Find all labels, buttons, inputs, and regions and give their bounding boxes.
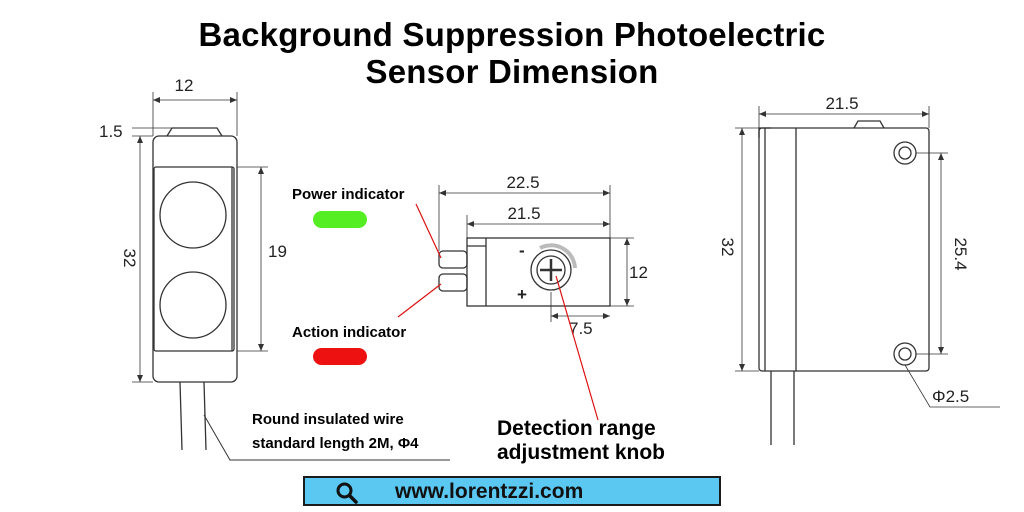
side-hole-top-inner	[898, 146, 912, 160]
side-height-dim: 32	[718, 238, 737, 257]
power-leader-line	[415, 203, 442, 259]
front-lens-top	[159, 181, 227, 249]
side-hole-diameter-dim: Φ2.5	[932, 387, 969, 406]
front-width-dim: 12	[175, 76, 194, 95]
top-view	[438, 185, 634, 322]
side-width-dim: 21.5	[825, 94, 858, 113]
front-lens-bottom	[159, 271, 227, 339]
front-view	[132, 92, 268, 451]
knob-range-arc	[539, 243, 577, 269]
side-hole-spacing-dim: 25.4	[951, 237, 970, 270]
top-depth-dim: 12	[629, 263, 648, 282]
front-lens-span-dim: 19	[268, 242, 287, 261]
side-hole-bottom-inner	[898, 347, 912, 361]
front-height-dim: 32	[120, 249, 139, 268]
top-knob-offset-dim: 7.5	[569, 319, 593, 338]
knob-minus-sign: -	[519, 241, 525, 260]
search-icon	[335, 481, 359, 505]
wire-leader-line	[203, 414, 450, 461]
knob-plus-sign: +	[517, 285, 527, 304]
top-body-length-dim: 21.5	[507, 204, 540, 223]
top-action-bump	[438, 273, 468, 292]
top-overall-length-dim: 22.5	[506, 173, 539, 192]
front-body	[152, 135, 238, 383]
side-hole-bottom-outer	[893, 342, 917, 366]
action-indicator-label: Action indicator	[292, 324, 406, 341]
side-view	[735, 106, 1000, 445]
red-leaders	[397, 203, 599, 421]
side-hole-top-outer	[893, 141, 917, 165]
top-body	[466, 237, 611, 307]
knob-leader-line	[555, 275, 599, 421]
url-text[interactable]: www.lorentzzi.com	[395, 480, 584, 503]
title-line-2: Sensor Dimension	[365, 53, 659, 90]
front-lens-panel	[153, 166, 235, 352]
front-cable-left	[179, 381, 183, 451]
wire-label-line1: Round insulated wire	[252, 411, 404, 428]
action-leader-line	[397, 283, 442, 318]
front-lip-dim: 1.5	[99, 122, 123, 141]
power-indicator-led	[313, 211, 367, 228]
knob-label-line1: Detection range	[497, 417, 656, 440]
url-bar[interactable]: www.lorentzzi.com	[303, 476, 721, 506]
power-indicator-label: Power indicator	[292, 186, 405, 203]
wire-label-line2: standard length 2M, Φ4	[252, 435, 419, 452]
top-power-bump	[438, 250, 468, 269]
front-top-lip	[166, 127, 223, 137]
knob-label-line2: adjustment knob	[497, 441, 665, 464]
knob-inner	[536, 255, 566, 285]
title-line-1: Background Suppression Photoelectric	[198, 16, 826, 53]
knob-outer	[530, 249, 572, 291]
side-body	[758, 127, 930, 372]
side-top-lip	[853, 120, 885, 129]
action-indicator-led	[313, 348, 367, 365]
